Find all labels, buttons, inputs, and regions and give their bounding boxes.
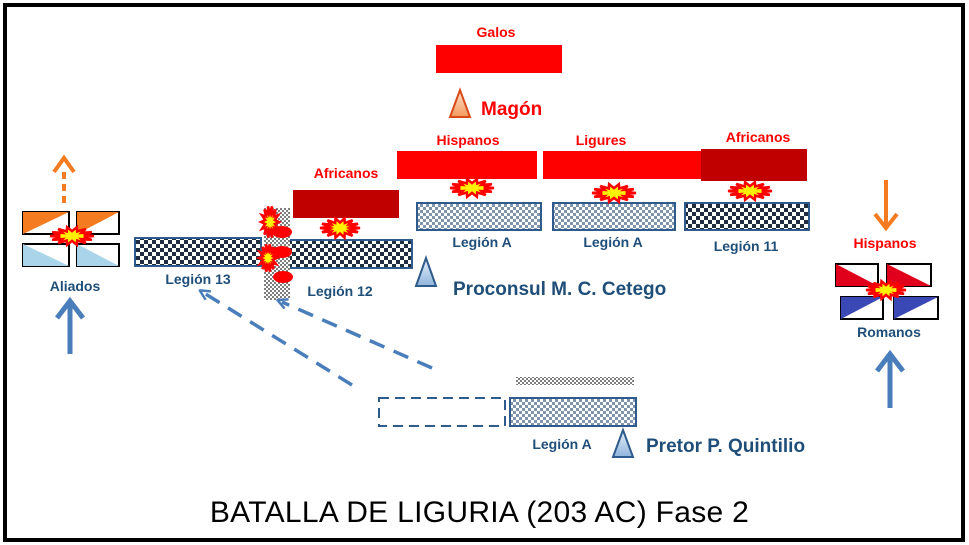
ligures-unit [543, 151, 703, 179]
clash-burst-icon [258, 206, 282, 238]
clash-burst-icon [865, 278, 907, 302]
africanos-right-unit [701, 149, 807, 181]
arrow-up-icon [875, 349, 905, 373]
clash-burst-icon [319, 215, 361, 241]
arrow-up-icon [55, 296, 85, 320]
hispanos-unit [397, 151, 537, 179]
clash-bursts [49, 176, 907, 302]
legion-a-reserve-unit [509, 397, 637, 427]
right-flank-group [835, 263, 939, 320]
page-title: BATALLA DE LIGURIA (203 AC) Fase 2 [209, 496, 750, 529]
africanos-right-label: Africanos [726, 129, 791, 145]
clash-burst-icon [727, 179, 773, 203]
magon-commander-triangle-icon [448, 87, 472, 118]
africanos-left-label: Africanos [314, 165, 379, 181]
arrow-up-icon [52, 154, 76, 174]
legion-11-unit [684, 202, 810, 231]
clash-burst-icon [449, 176, 495, 200]
arrow-down-icon [873, 212, 899, 232]
magon-label: Magón [481, 99, 542, 120]
legion-a-reserve-label: Legión A [532, 436, 591, 452]
ligures-label: Ligures [576, 132, 627, 148]
red-marker [272, 246, 292, 258]
aliados-group [22, 211, 120, 267]
legion-12-unit [286, 239, 413, 269]
legion-a-1-unit [416, 202, 542, 231]
dashed-arrow-icon [204, 293, 353, 387]
pretor-commander-triangle-icon [611, 427, 635, 458]
pretor-label: Pretor P. Quintilio [646, 436, 805, 457]
legion-13-unit [134, 237, 262, 267]
legion-a-previous-position [378, 397, 506, 427]
hispanos-label: Hispanos [436, 132, 499, 148]
africanos-left-unit [293, 190, 399, 218]
frame [3, 3, 965, 542]
legion-a-2-label: Legión A [583, 234, 642, 250]
aliados-label: Aliados [50, 278, 101, 294]
legion-12-label: Legión 12 [307, 283, 373, 299]
legion-a-1-label: Legión A [452, 234, 511, 250]
clash-burst-icon [255, 243, 281, 273]
galos-unit [436, 45, 562, 73]
galos-label: Galos [477, 24, 516, 40]
romanos-label: Romanos [857, 324, 921, 340]
proconsul-commander-triangle-icon [414, 255, 438, 287]
proconsul-label: Proconsul M. C. Cetego [453, 279, 666, 300]
legion-a-2-unit [552, 202, 676, 231]
legion-11-label: Legión 11 [714, 238, 779, 254]
red-marker [273, 271, 293, 283]
clash-burst-icon [49, 224, 95, 248]
reserve-dotted-strip [516, 377, 634, 385]
clash-burst-icon [591, 181, 637, 205]
legion-13-label: Legión 13 [165, 271, 231, 287]
dashed-arrow-icon [282, 302, 433, 370]
hispanos-flank-label: Hispanos [853, 235, 916, 251]
